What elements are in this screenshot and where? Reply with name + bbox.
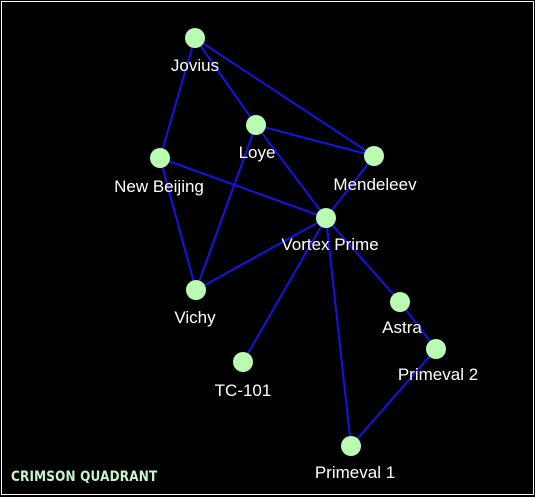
planet-label-mendeleev: Mendeleev bbox=[333, 175, 417, 194]
planet-jovius[interactable] bbox=[185, 28, 205, 48]
planet-label-tc-101: TC-101 bbox=[215, 381, 272, 400]
planet-label-new-beijing: New Beijing bbox=[114, 177, 204, 196]
planet-label-vortex-prime: Vortex Prime bbox=[281, 235, 378, 254]
planet-astra[interactable] bbox=[390, 292, 410, 312]
planet-label-primeval-1: Primeval 1 bbox=[315, 463, 395, 482]
hyperlane-vortex-prime-astra bbox=[325, 217, 401, 303]
planet-primeval-2[interactable] bbox=[426, 339, 446, 359]
planet-loye[interactable] bbox=[246, 115, 266, 135]
hyperlane-vortex-prime-vichy bbox=[195, 217, 327, 291]
planet-vortex-prime[interactable] bbox=[316, 208, 336, 228]
hyperlane-vortex-prime-primeval-1 bbox=[325, 217, 352, 447]
hyperlane-jovius-loye bbox=[194, 37, 257, 126]
planet-label-astra: Astra bbox=[382, 318, 422, 337]
hyperlane-mendeleev-vortex-prime bbox=[325, 155, 375, 219]
planet-primeval-1[interactable] bbox=[341, 436, 361, 456]
planet-mendeleev[interactable] bbox=[364, 146, 384, 166]
planet-label-primeval-2: Primeval 2 bbox=[398, 365, 478, 384]
planet-label-loye: Loye bbox=[239, 143, 276, 162]
planet-label-jovius: Jovius bbox=[171, 56, 219, 75]
hyperlane-loye-vortex-prime bbox=[255, 124, 327, 219]
planets bbox=[150, 28, 446, 456]
hyperlane-loye-mendeleev bbox=[255, 124, 375, 157]
hyperlane-jovius-new-beijing bbox=[159, 37, 196, 159]
hyperlane-new-beijing-vichy bbox=[159, 157, 197, 291]
hyperlane-new-beijing-vortex-prime bbox=[159, 157, 327, 219]
hyperlane-primeval-2-primeval-1 bbox=[350, 348, 437, 447]
quadrant-name: CRIMSON QUADRANT bbox=[11, 469, 158, 485]
planet-new-beijing[interactable] bbox=[150, 148, 170, 168]
planet-label-vichy: Vichy bbox=[174, 308, 216, 327]
hyperlane-vortex-prime-tc-101 bbox=[242, 217, 327, 363]
planet-tc-101[interactable] bbox=[233, 352, 253, 372]
hyperlane-jovius-mendeleev bbox=[194, 37, 375, 157]
planet-vichy[interactable] bbox=[186, 280, 206, 300]
hyperlane-loye-vichy bbox=[195, 124, 257, 291]
